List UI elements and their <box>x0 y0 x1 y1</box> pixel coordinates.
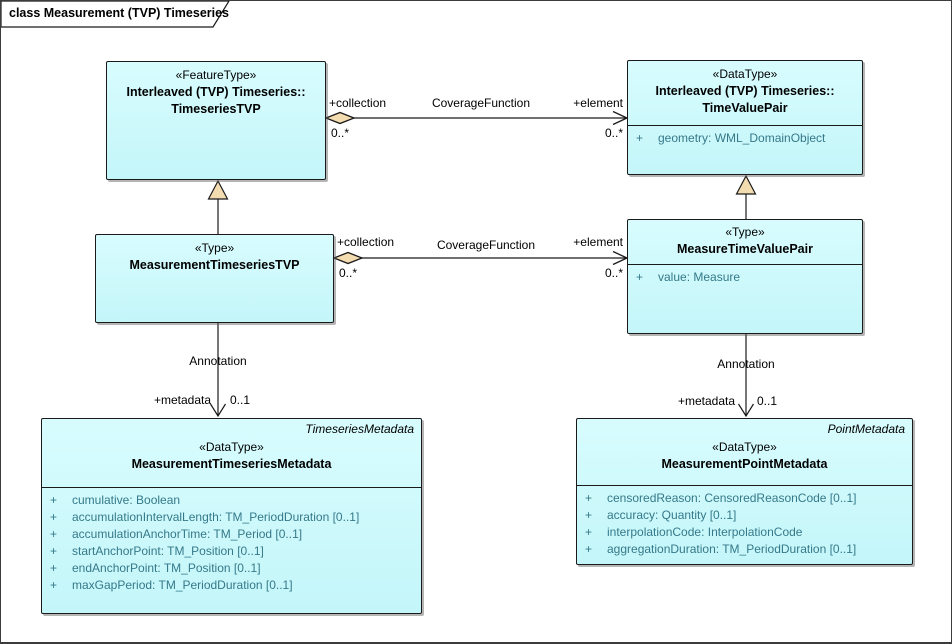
attribute-row[interactable]: + endAnchorPoint: TM_Position [0..1] <box>42 561 421 578</box>
class-timeseries-tvp[interactable]: «FeatureType» Interleaved (TVP) Timeseri… <box>106 61 326 180</box>
attribute-row[interactable]: + aggregationDuration: TM_PeriodDuration… <box>577 542 912 559</box>
compartment-divider <box>577 485 912 486</box>
generalization-left[interactable] <box>207 179 229 234</box>
attribute-text: interpolationCode: InterpolationCode <box>607 525 803 539</box>
attribute-row[interactable]: + accumulationIntervalLength: TM_PeriodD… <box>42 510 421 527</box>
target-multiplicity-label: 0..* <box>604 266 623 280</box>
compartment-divider <box>628 264 862 265</box>
class-name-line: MeasurementTimeseriesTVP <box>129 258 300 272</box>
attribute-row[interactable]: + maxGapPeriod: TM_PeriodDuration [0..1] <box>42 578 421 595</box>
attribute-text: startAnchorPoint: TM_Position [0..1] <box>72 544 264 558</box>
target-role-label: +element <box>573 235 623 249</box>
class-name-line: Interleaved (TVP) Timeseries:: <box>655 84 835 98</box>
generalization-triangle <box>735 174 757 195</box>
target-multiplicity-label: 0..1 <box>757 394 778 408</box>
target-multiplicity-label: 0..* <box>604 126 623 140</box>
visibility: + <box>636 270 644 284</box>
source-multiplicity-label: 0..* <box>339 266 358 280</box>
class-name-line: TimeseriesTVP <box>171 102 261 116</box>
stereotype: «DataType» <box>712 440 777 454</box>
attribute-text: censoredReason: CensoredReasonCode [0..1… <box>607 491 857 505</box>
visibility: + <box>585 508 593 522</box>
attribute-text: geometry: WML_DomainObject <box>658 131 826 145</box>
target-role-label: +metadata <box>677 394 735 408</box>
stereotype: «DataType» <box>712 67 778 81</box>
source-role-label: +collection <box>337 235 395 249</box>
annotation-connector-left[interactable] <box>209 323 227 418</box>
attribute-row[interactable]: + startAnchorPoint: TM_Position [0..1] <box>42 544 421 561</box>
visibility: + <box>585 491 593 505</box>
attribute-text: endAnchorPoint: TM_Position [0..1] <box>72 561 261 575</box>
stereotype: «Type» <box>194 241 235 255</box>
class-name-line: MeasureTimeValuePair <box>677 242 813 256</box>
diagram-title: class Measurement (TVP) Timeseries <box>9 6 230 20</box>
visibility: + <box>585 542 593 556</box>
visibility: + <box>585 525 593 539</box>
attribute-row[interactable]: + cumulative: Boolean <box>42 493 421 510</box>
class-name-line: MeasurementTimeseriesMetadata <box>131 457 332 471</box>
source-role-label: +collection <box>329 96 387 110</box>
class-measurement-timeseries-tvp[interactable]: «Type» MeasurementTimeseriesTVP <box>95 234 334 323</box>
attribute-row[interactable]: + value: Measure <box>628 270 862 287</box>
attribute-text: accuracy: Quantity [0..1] <box>607 508 737 522</box>
visibility: + <box>636 131 644 145</box>
visibility: + <box>50 561 58 575</box>
instance-classifier-label: PointMetadata <box>827 422 905 436</box>
diagram-title-tab <box>1 1 230 28</box>
visibility: + <box>50 578 58 592</box>
attribute-row[interactable]: + censoredReason: CensoredReasonCode [0.… <box>577 491 912 508</box>
visibility: + <box>50 527 58 541</box>
attribute-row[interactable]: + accuracy: Quantity [0..1] <box>577 508 912 525</box>
generalization-right[interactable] <box>735 174 757 219</box>
instance-classifier-label: TimeseriesMetadata <box>305 422 414 436</box>
attribute-text: maxGapPeriod: TM_PeriodDuration [0..1] <box>72 578 293 592</box>
stereotype: «FeatureType» <box>175 68 257 82</box>
attribute-row[interactable]: + interpolationCode: InterpolationCode <box>577 525 912 542</box>
class-name-line: TimeValuePair <box>702 101 788 115</box>
stereotype: «Type» <box>725 225 765 239</box>
dependency-name-label: Annotation <box>189 354 247 368</box>
association-name-label: CoverageFunction <box>436 238 536 252</box>
open-arrowhead <box>737 403 755 418</box>
source-multiplicity-label: 0..* <box>331 126 350 140</box>
generalization-triangle <box>207 179 229 200</box>
association-coveragefunction-top[interactable] <box>324 110 629 126</box>
visibility: + <box>50 510 58 524</box>
class-measure-time-value-pair[interactable]: «Type» MeasureTimeValuePair + value: Mea… <box>627 219 863 334</box>
target-multiplicity-label: 0..1 <box>230 393 251 407</box>
attribute-text: value: Measure <box>658 270 741 284</box>
class-time-value-pair[interactable]: «DataType» Interleaved (TVP) Timeseries:… <box>627 60 863 175</box>
compartment-divider <box>628 125 862 126</box>
class-name-line: MeasurementPointMetadata <box>661 457 828 471</box>
attribute-row[interactable]: + geometry: WML_DomainObject <box>628 131 862 148</box>
attribute-text: cumulative: Boolean <box>72 493 181 507</box>
stereotype: «DataType» <box>199 440 264 454</box>
visibility: + <box>50 544 58 558</box>
class-measurement-timeseries-metadata[interactable]: TimeseriesMetadata «DataType» Measuremen… <box>41 418 422 614</box>
class-measurement-point-metadata[interactable]: PointMetadata «DataType» MeasurementPoin… <box>576 418 913 565</box>
aggregation-diamond <box>324 111 356 125</box>
association-name-label: CoverageFunction <box>431 96 531 110</box>
association-coveragefunction-bottom[interactable] <box>332 250 629 266</box>
annotation-connector-right[interactable] <box>737 334 755 418</box>
attribute-row[interactable]: + accumulationAnchorTime: TM_Period [0..… <box>42 527 421 544</box>
target-role-label: +element <box>573 96 623 110</box>
visibility: + <box>50 493 58 507</box>
attribute-text: accumulationAnchorTime: TM_Period [0..1] <box>72 527 303 541</box>
attribute-text: aggregationDuration: TM_PeriodDuration [… <box>607 542 857 556</box>
aggregation-diamond <box>332 251 364 265</box>
compartment-divider <box>42 487 421 488</box>
attribute-text: accumulationIntervalLength: TM_PeriodDur… <box>72 510 360 524</box>
open-arrowhead <box>209 403 227 418</box>
class-name-line: Interleaved (TVP) Timeseries:: <box>126 85 306 99</box>
dependency-name-label: Annotation <box>717 357 775 371</box>
target-role-label: +metadata <box>153 393 211 407</box>
